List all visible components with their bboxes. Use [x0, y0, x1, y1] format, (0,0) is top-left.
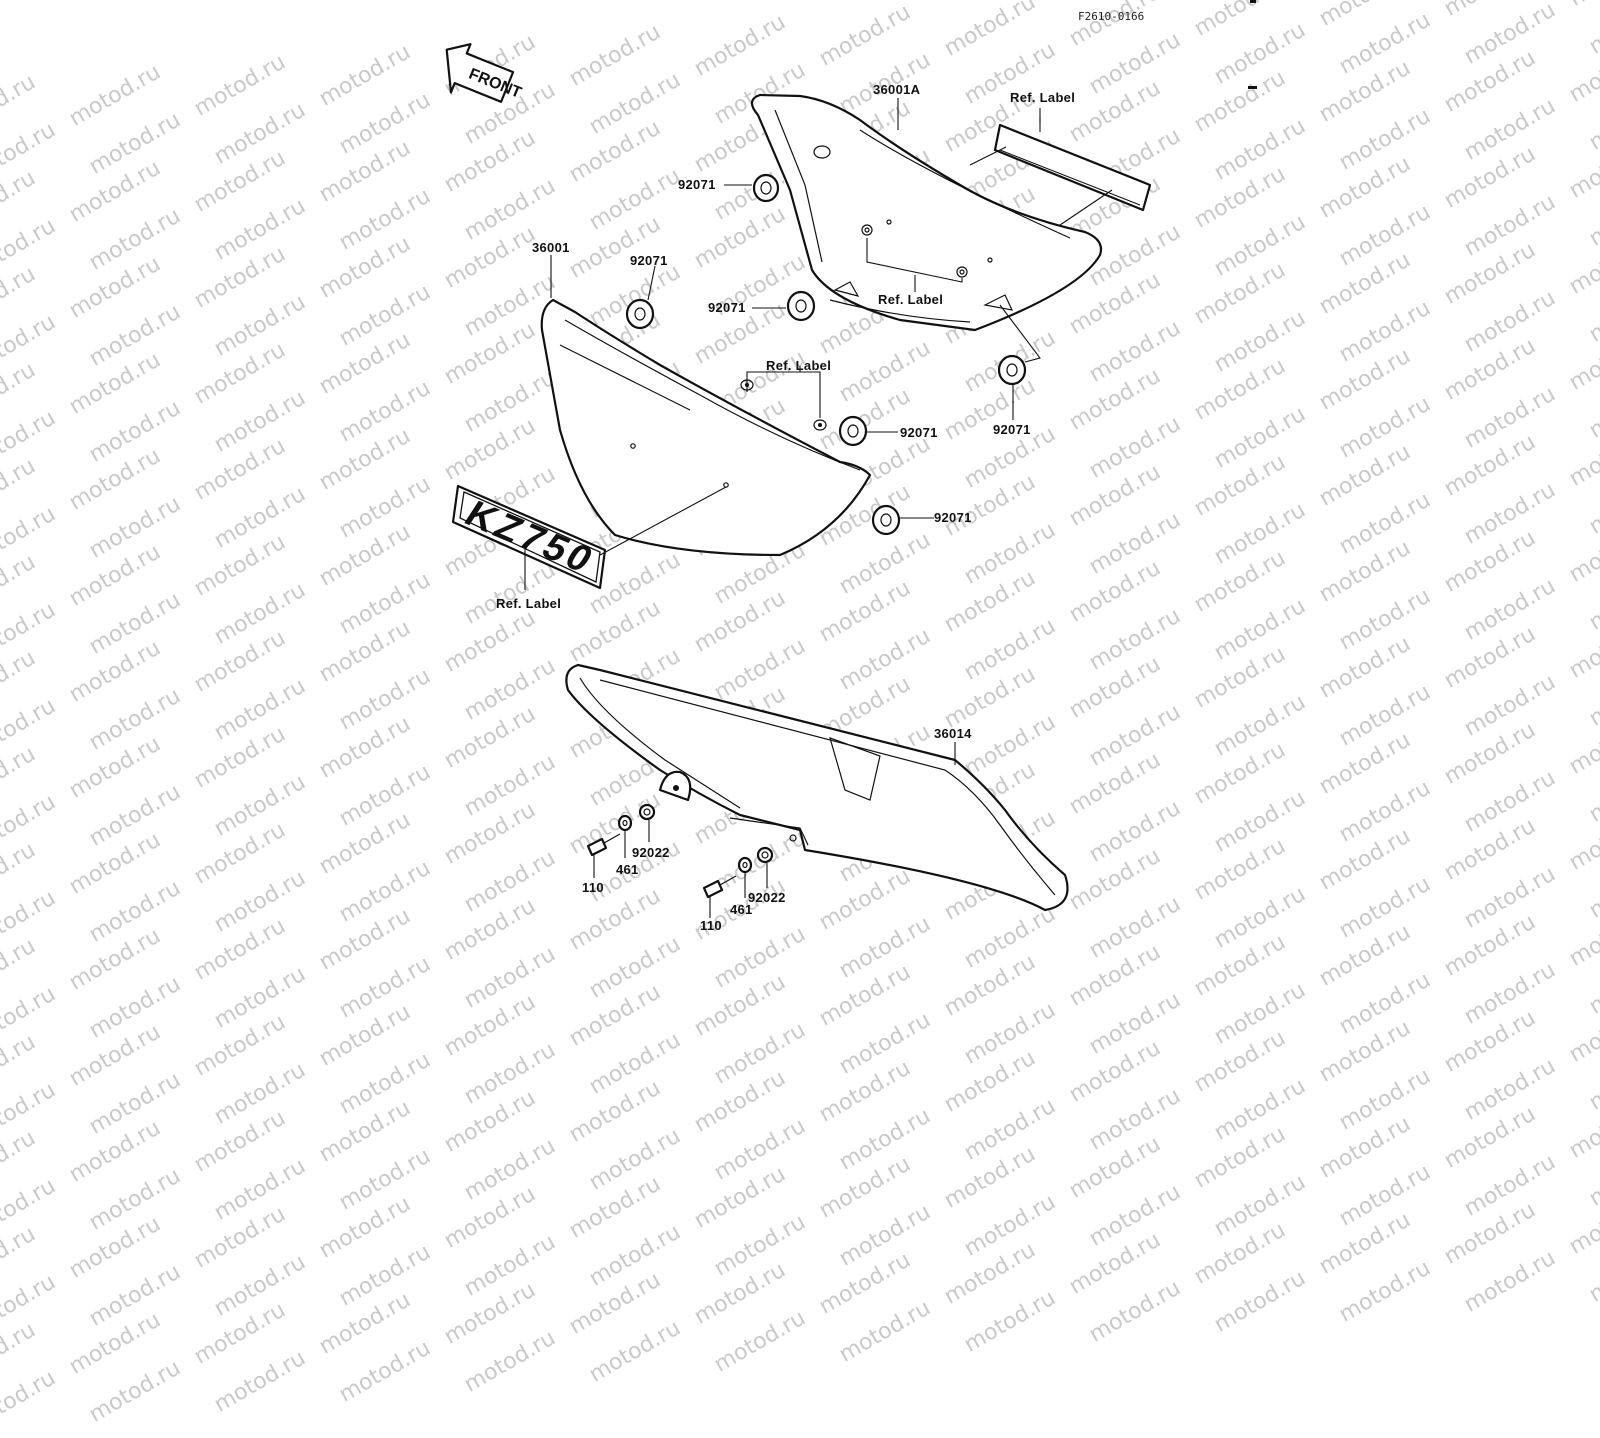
- bolt-1: [586, 833, 621, 857]
- label-grommet-5: 92071: [993, 422, 1031, 437]
- ref-label-plate: [969, 118, 1152, 226]
- label-washer-1: 461: [616, 862, 639, 877]
- bolt-2: [702, 875, 737, 899]
- label-36014: 36014: [934, 726, 972, 741]
- label-grommet-2: 92071: [630, 253, 668, 268]
- left-side-cover: [540, 298, 872, 557]
- print-mark: [1250, 0, 1256, 3]
- grommet-2: [625, 298, 655, 330]
- grommet-5: [997, 354, 1027, 386]
- right-side-cover: [750, 93, 1103, 332]
- label-grommet-3: 92071: [708, 300, 746, 315]
- collar-2: [756, 846, 774, 864]
- label-ref-mid-right: Ref. Label: [878, 292, 944, 307]
- grommet-3: [786, 290, 816, 322]
- watermark-text: motod.ru: [0, 1365, 60, 1438]
- kz750-emblem: KZ750: [451, 484, 607, 590]
- label-collar-2: 92022: [748, 890, 786, 905]
- washer-2: [737, 856, 753, 874]
- grommet-6: [871, 504, 901, 536]
- emblem-text: KZ750: [457, 493, 604, 582]
- grommet-1: [752, 173, 780, 203]
- label-collar-1: 92022: [632, 845, 670, 860]
- diagram-drawing: FRONT: [445, 43, 1152, 918]
- label-ref-mid-left: Ref. Label: [766, 358, 832, 373]
- chain-cover: [565, 663, 1069, 912]
- washer-1: [617, 814, 633, 832]
- grommet-4: [838, 415, 868, 447]
- leader-lines: [524, 98, 1041, 918]
- drawing-code: F2610-0166: [1078, 10, 1145, 23]
- label-grommet-1: 92071: [678, 177, 716, 192]
- label-washer-2: 461: [730, 902, 753, 917]
- label-bolt-1: 110: [582, 880, 604, 895]
- label-ref-top: Ref. Label: [1010, 90, 1076, 105]
- front-arrow-icon: FRONT: [445, 43, 524, 103]
- label-grommet-6: 92071: [934, 510, 972, 525]
- label-grommet-4: 92071: [900, 425, 938, 440]
- collar-1: [638, 803, 656, 821]
- label-bolt-2: 110: [700, 918, 722, 933]
- label-36001: 36001: [532, 240, 570, 255]
- label-36001A: 36001A: [873, 82, 921, 97]
- print-mark: [1248, 86, 1257, 89]
- label-ref-bottom: Ref. Label: [496, 596, 562, 611]
